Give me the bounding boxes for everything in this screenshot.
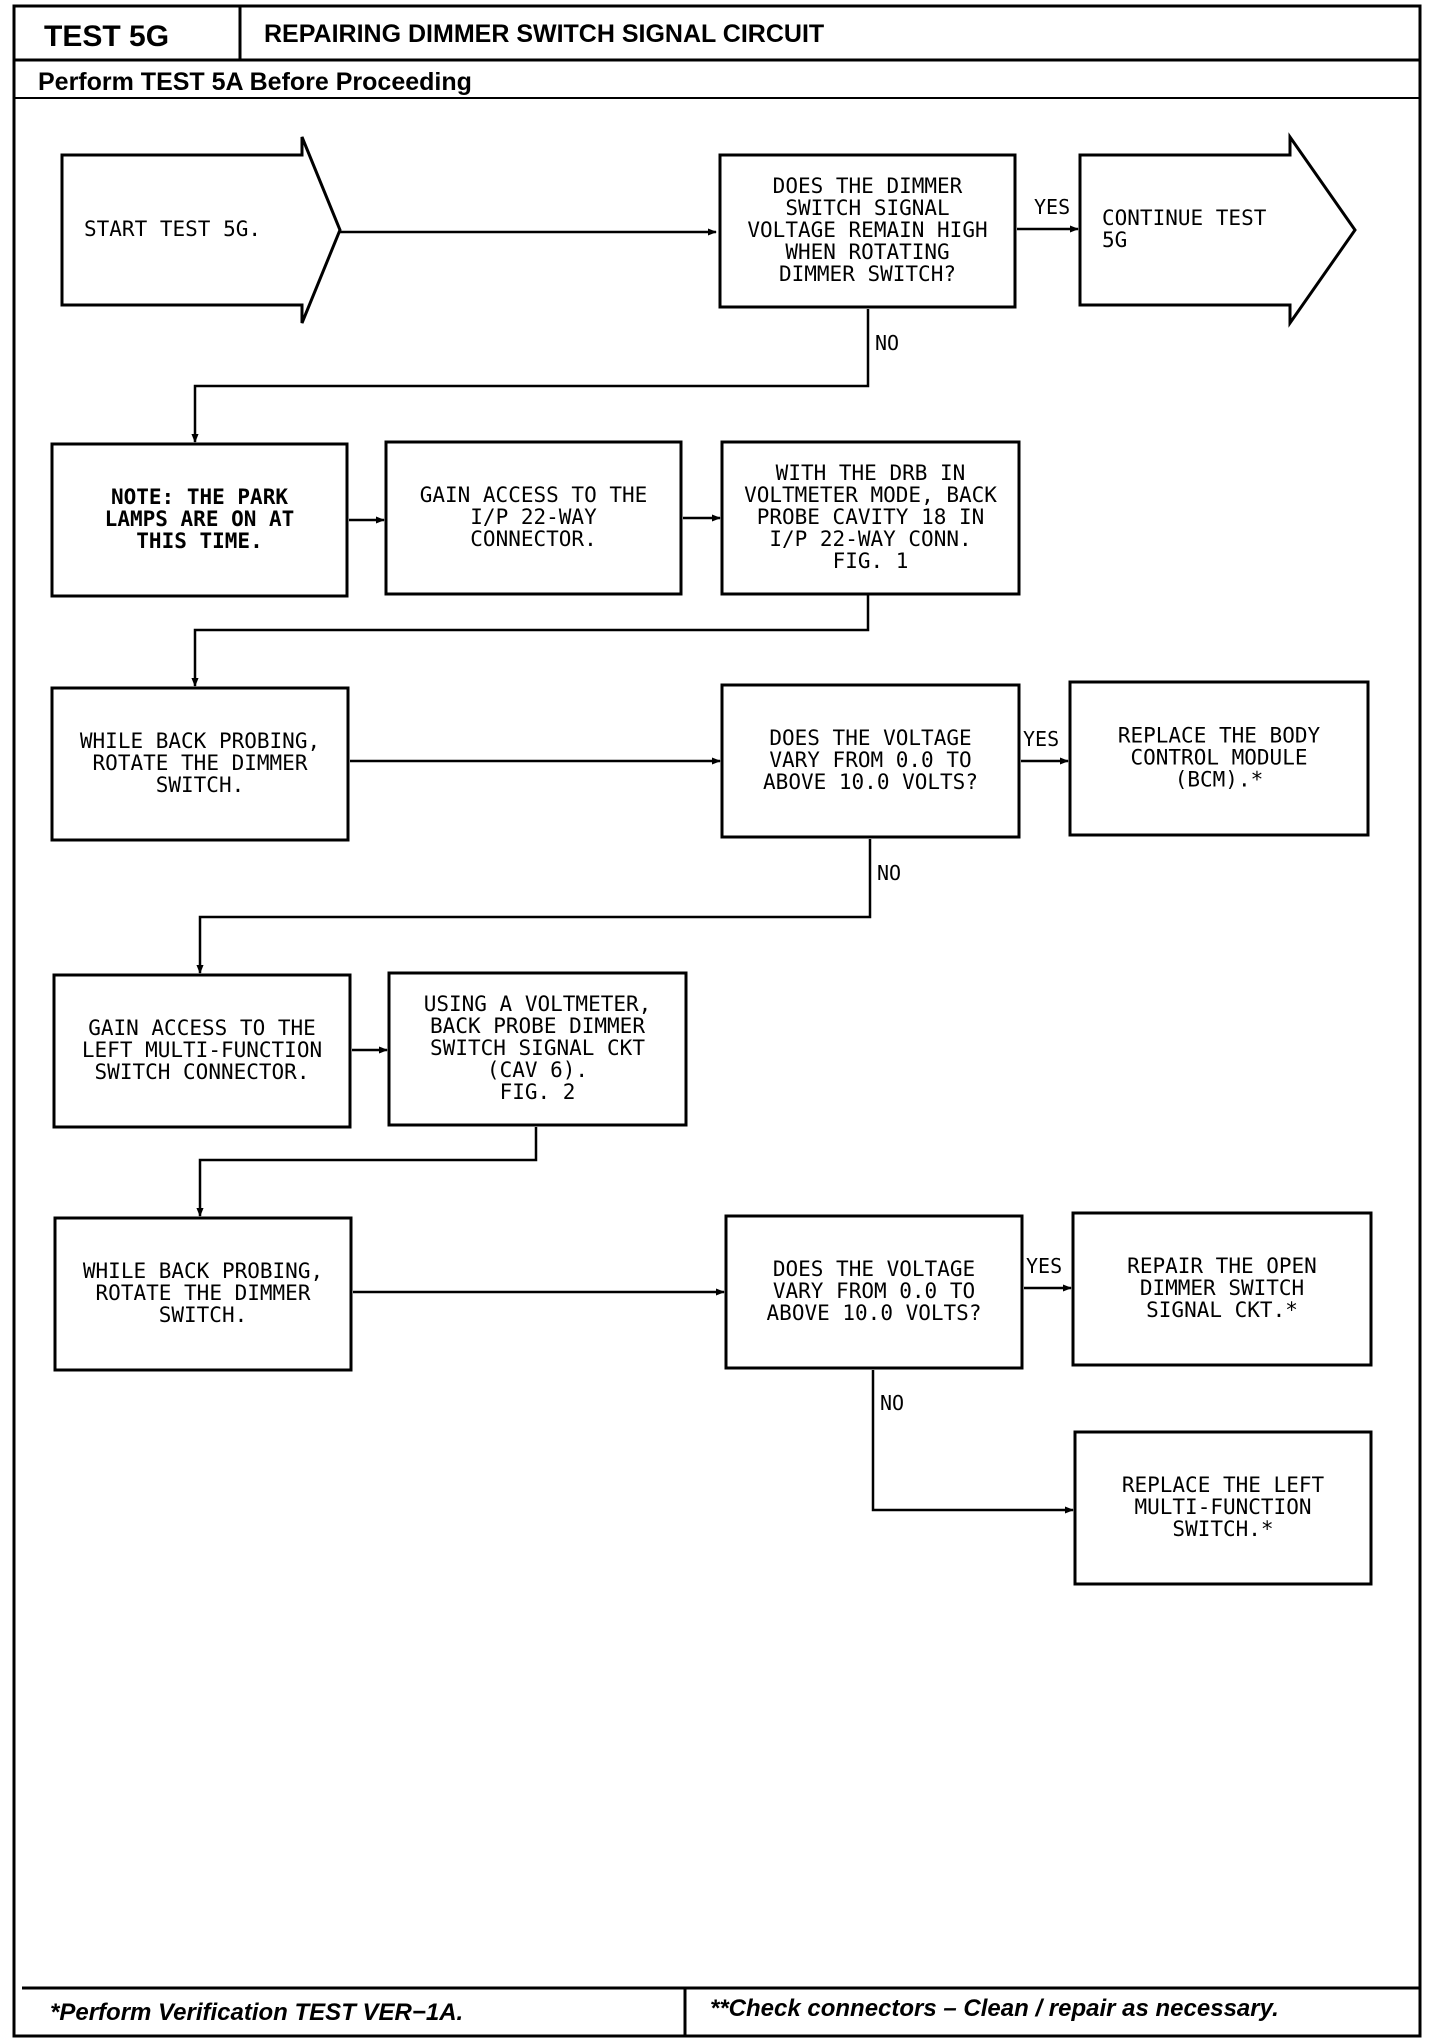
edge-label-q3-replacemf: NO: [880, 1391, 904, 1415]
node-shape-q2: [720, 683, 1021, 839]
node-voltmeter: USING A VOLTMETER,BACK PROBE DIMMERSWITC…: [387, 971, 688, 1127]
node-rotate2: WHILE BACK PROBING,ROTATE THE DIMMERSWIT…: [53, 1216, 353, 1372]
node-text-q2-2: ABOVE 10.0 VOLTS?: [763, 770, 978, 794]
prerequisite-note: Perform TEST 5A Before Proceeding: [38, 68, 472, 96]
node-text-voltmeter-3: (CAV 6).: [487, 1058, 588, 1082]
node-text-access22-2: CONNECTOR.: [470, 527, 596, 551]
node-text-voltmeter-0: USING A VOLTMETER,: [424, 992, 652, 1016]
edge-label-q2-bcm: YES: [1023, 727, 1059, 751]
node-text-rotate2-2: SWITCH.: [159, 1303, 248, 1327]
node-text-rotate1-1: ROTATE THE DIMMER: [93, 751, 308, 775]
node-text-q3-2: ABOVE 10.0 VOLTS?: [767, 1301, 982, 1325]
node-text-q1-3: WHEN ROTATING: [785, 240, 949, 264]
node-shape-repair: [1071, 1211, 1373, 1367]
node-text-voltmeter-1: BACK PROBE DIMMER: [430, 1014, 645, 1038]
node-text-repair-2: SIGNAL CKT.*: [1146, 1298, 1298, 1322]
node-text-rotate1-2: SWITCH.: [156, 773, 245, 797]
node-shape-replacemf: [1073, 1430, 1373, 1586]
node-text-rotate2-1: ROTATE THE DIMMER: [96, 1281, 311, 1305]
node-text-q1-1: SWITCH SIGNAL: [785, 196, 949, 220]
node-shape-access22: [384, 440, 683, 596]
node-shape-start: [60, 136, 342, 324]
node-text-bcm-1: CONTROL MODULE: [1130, 746, 1307, 770]
node-shape-rotate2: [53, 1216, 353, 1372]
node-text-bcm-2: (BCM).*: [1175, 768, 1264, 792]
node-text-drb-0: WITH THE DRB IN: [776, 461, 966, 485]
node-text-access22-1: I/P 22-WAY: [470, 505, 597, 529]
node-text-rotate2-0: WHILE BACK PROBING,: [83, 1259, 323, 1283]
sheet-frame: [12, 4, 1422, 2038]
node-start: START TEST 5G.: [60, 136, 342, 324]
node-text-accessmf-1: LEFT MULTI-FUNCTION: [82, 1038, 322, 1062]
node-text-q3-1: VARY FROM 0.0 TO: [773, 1279, 975, 1303]
node-text-q1-0: DOES THE DIMMER: [773, 174, 963, 198]
node-text-q1-4: DIMMER SWITCH?: [779, 262, 956, 286]
node-text-access22-0: GAIN ACCESS TO THE: [420, 483, 648, 507]
node-text-drb-3: I/P 22-WAY CONN.: [769, 527, 971, 551]
edge-label-q3-repair: YES: [1026, 1254, 1062, 1278]
node-text-q2-1: VARY FROM 0.0 TO: [769, 748, 971, 772]
node-text-drb-2: PROBE CAVITY 18 IN: [757, 505, 985, 529]
edge-drb-rotate1: [191, 595, 870, 687]
page-title: REPAIRING DIMMER SWITCH SIGNAL CIRCUIT: [264, 20, 824, 48]
node-shape-note: [50, 442, 349, 598]
node-text-q1-2: VOLTAGE REMAIN HIGH: [747, 218, 987, 242]
node-text-note-0: NOTE: THE PARK: [111, 485, 288, 509]
edge-q3-replacemf: [871, 1370, 1074, 1514]
node-text-note-2: THIS TIME.: [136, 529, 262, 553]
node-shape-drb: [720, 440, 1021, 596]
node-text-q3-0: DOES THE VOLTAGE: [773, 1257, 975, 1281]
edge-q2-accessmf: [196, 839, 872, 974]
node-shape-q3: [724, 1214, 1024, 1370]
node-text-cont-0: CONTINUE TEST: [1102, 206, 1267, 230]
node-text-drb-4: FIG. 1: [833, 549, 909, 573]
node-text-repair-1: DIMMER SWITCH: [1140, 1276, 1304, 1300]
edge-label-q1-cont: YES: [1034, 195, 1070, 219]
node-text-note-1: LAMPS ARE ON AT: [105, 507, 295, 531]
flowchart-edges: YES NO YES NO YES NO: [191, 195, 1079, 1514]
node-text-rotate1-0: WHILE BACK PROBING,: [80, 729, 320, 753]
node-shape-q1: [718, 153, 1017, 309]
node-text-cont-1: 5G: [1102, 228, 1127, 252]
node-shape-rotate1: [50, 686, 350, 842]
node-shape-bcm: [1068, 680, 1370, 837]
node-text-voltmeter-2: SWITCH SIGNAL CKT: [430, 1036, 645, 1060]
node-text-replacemf-0: REPLACE THE LEFT: [1122, 1473, 1325, 1497]
node-text-q2-0: DOES THE VOLTAGE: [769, 726, 971, 750]
node-text-accessmf-0: GAIN ACCESS TO THE: [88, 1016, 316, 1040]
edge-label-q2-accessmf: NO: [877, 861, 901, 885]
node-text-voltmeter-4: FIG. 2: [500, 1080, 576, 1104]
edge-label-q1-note: NO: [875, 331, 899, 355]
node-shape-voltmeter: [387, 971, 688, 1127]
test-id: TEST 5G: [44, 20, 169, 53]
node-rotate1: WHILE BACK PROBING,ROTATE THE DIMMERSWIT…: [50, 686, 350, 842]
footer-verification-note: *Perform Verification TEST VER−1A.: [50, 1999, 463, 2026]
footer-connector-note: **Check connectors – Clean / repair as n…: [710, 1995, 1279, 2022]
node-text-bcm-0: REPLACE THE BODY: [1118, 724, 1321, 748]
node-shape-accessmf: [52, 973, 352, 1129]
node-text-start-0: START TEST 5G.: [84, 217, 261, 241]
node-text-repair-0: REPAIR THE OPEN: [1127, 1254, 1317, 1278]
node-text-replacemf-2: SWITCH.*: [1172, 1517, 1273, 1541]
edge-q1-note: [191, 309, 870, 443]
node-text-replacemf-1: MULTI-FUNCTION: [1134, 1495, 1311, 1519]
node-text-accessmf-2: SWITCH CONNECTOR.: [95, 1060, 310, 1084]
node-shape-cont: [1078, 132, 1357, 328]
edge-voltmeter-rotate2: [196, 1127, 538, 1217]
node-text-drb-1: VOLTMETER MODE, BACK: [744, 483, 997, 507]
